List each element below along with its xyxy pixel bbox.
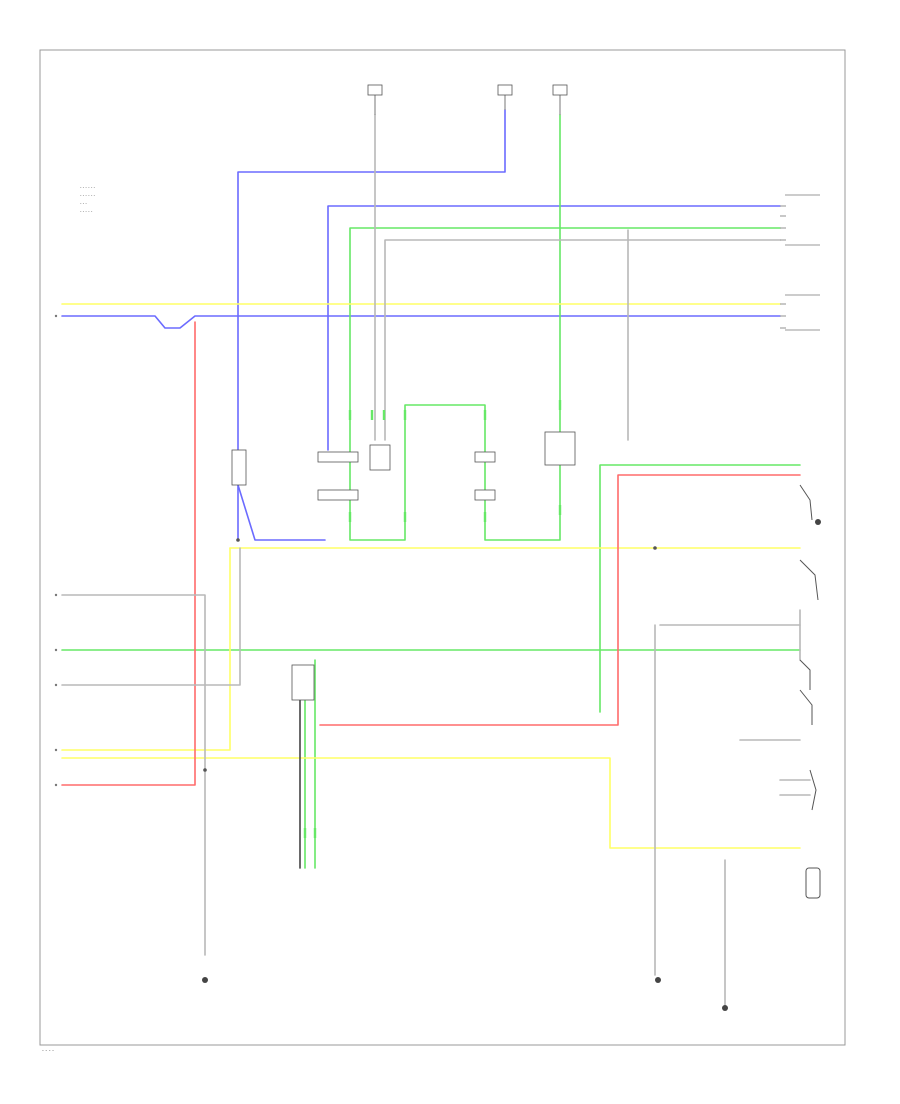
ground-icon <box>815 519 821 525</box>
wire-blue <box>237 109 506 541</box>
footer-code: - - - - <box>42 1048 54 1054</box>
connector-block <box>291 664 315 701</box>
ground-icon <box>202 977 208 983</box>
terminal-mark <box>54 683 58 687</box>
fuse-box <box>367 84 383 96</box>
legend: - - - - - - - - - - - - - - - - - - - - <box>80 185 96 214</box>
wire-gray <box>61 594 206 956</box>
wire-green <box>349 227 781 541</box>
grounds <box>202 519 821 1011</box>
connector-block <box>369 444 391 471</box>
wires <box>61 109 811 1006</box>
wire-red <box>61 321 196 786</box>
ground-icon <box>722 1005 728 1011</box>
legend-item: - - - <box>80 201 87 206</box>
connector-block <box>317 489 359 501</box>
left-terminals <box>54 314 58 787</box>
terminal-mark <box>54 748 58 752</box>
wire-gray <box>61 547 241 686</box>
terminal-mark <box>54 593 58 597</box>
switch-symbol <box>799 559 819 601</box>
wire-blue <box>237 484 326 541</box>
switch-symbol <box>799 659 811 690</box>
wire-blue <box>327 205 781 451</box>
wire-green <box>599 464 801 713</box>
switch-symbol <box>809 769 817 811</box>
wire-gray <box>384 239 781 441</box>
switch-symbol <box>799 484 813 521</box>
diagram-frame <box>39 49 846 1046</box>
ground-icon <box>655 977 661 983</box>
relay-box <box>544 431 576 466</box>
connector-block <box>317 451 359 463</box>
sensor-box <box>805 867 821 899</box>
top-fuses <box>367 84 568 115</box>
right-connectors <box>780 194 820 331</box>
middle-connectors <box>231 431 576 701</box>
terminal-stubs <box>303 400 562 838</box>
connector-block <box>474 451 496 463</box>
terminal-mark <box>54 783 58 787</box>
fuse-box <box>497 84 513 96</box>
legend-item: - - - - - <box>80 209 93 214</box>
terminal-mark <box>54 648 58 652</box>
splice-dot <box>203 768 207 772</box>
connector-block <box>231 449 247 486</box>
terminal-mark <box>54 314 58 318</box>
wire-blue <box>61 315 781 329</box>
splice-dot <box>653 546 657 550</box>
wire-red <box>319 474 801 726</box>
switch-symbol <box>799 689 813 725</box>
splices <box>203 538 657 772</box>
wire-yellow <box>61 757 801 849</box>
wire-yellow <box>61 547 231 751</box>
legend-item: - - - - - - <box>80 193 96 198</box>
legend-item: - - - - - - <box>80 185 96 190</box>
switches <box>799 484 821 899</box>
splice-dot <box>236 538 240 542</box>
fuse-box <box>552 84 568 96</box>
connector-block <box>474 489 496 501</box>
